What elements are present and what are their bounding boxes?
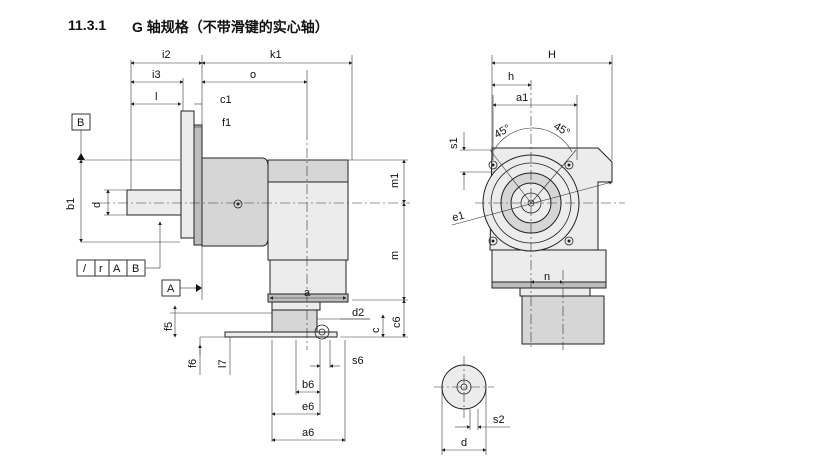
dim-f6: f6 [187, 359, 199, 368]
dim-l7: l7 [217, 359, 229, 368]
svg-text:/: / [83, 263, 87, 275]
dim-n: n [544, 271, 550, 283]
svg-text:r: r [99, 263, 103, 275]
svg-text:B: B [132, 263, 139, 275]
front-view: H h a1 45° 45° s1 e1 n [448, 49, 625, 350]
mount-plate [224, 331, 338, 338]
dim-m: m [389, 251, 401, 260]
dim-k1: k1 [270, 49, 282, 61]
angle-left: 45° [492, 122, 512, 141]
dim-m1: m1 [389, 173, 401, 188]
dim-h-upper: H [548, 49, 556, 61]
dim-d: d [91, 202, 103, 208]
dim-c: c [370, 327, 382, 333]
flange-collar [193, 124, 203, 246]
section-number: 11.3.1 [68, 17, 107, 33]
dim-f1: f1 [222, 117, 231, 129]
dim-e6: e6 [302, 401, 314, 413]
dim-a: a [304, 287, 311, 299]
output-flange [180, 110, 195, 239]
dim-i3: i3 [152, 69, 161, 81]
tolerance-frame: / r A B [76, 221, 162, 277]
housing-screw [233, 199, 243, 209]
dim-b1: b1 [65, 198, 77, 210]
input-shaft-end [314, 324, 330, 340]
dim-b6: b6 [302, 379, 314, 391]
output-shaft [126, 189, 182, 216]
detail-dim-s2: s2 [493, 414, 505, 426]
dim-e1: e1 [451, 210, 466, 225]
motor-mount [271, 309, 318, 333]
svg-text:A: A [113, 263, 121, 275]
angle-right: 45° [551, 120, 571, 139]
dim-s6: s6 [352, 355, 364, 367]
dim-a1: a1 [516, 92, 528, 104]
section-title: G 轴规格（不带滑键的实心轴） [132, 19, 329, 35]
dim-h: h [508, 71, 514, 83]
dim-s1: s1 [448, 137, 460, 149]
side-view: i2 k1 i3 o l c1 f1 B b1 d [65, 49, 410, 442]
dim-c1: c1 [220, 94, 232, 106]
dim-l: l [155, 91, 157, 103]
datum-b: B [77, 117, 84, 129]
dim-i2: i2 [162, 49, 171, 61]
front-base [491, 249, 607, 287]
dim-d2: d2 [352, 307, 364, 319]
dim-f5: f5 [163, 322, 175, 331]
datum-a: A [167, 283, 175, 295]
detail-dim-d: d [461, 437, 467, 449]
shaft-detail-view: d s2 [434, 356, 510, 455]
dim-c6: c6 [391, 316, 403, 328]
dim-a6: a6 [302, 427, 314, 439]
dim-o: o [250, 69, 256, 81]
